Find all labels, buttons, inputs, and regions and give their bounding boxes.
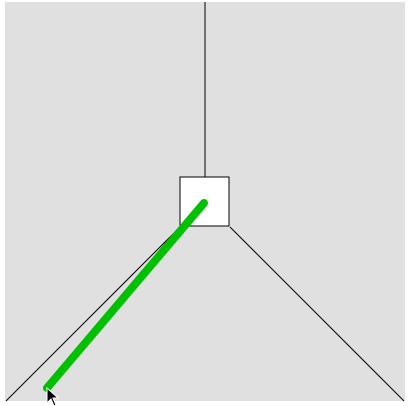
player-stick[interactable]: [43, 199, 208, 392]
guide-line-diagonal-left: [5, 226, 181, 402]
guide-line-diagonal-right: [229, 226, 405, 402]
